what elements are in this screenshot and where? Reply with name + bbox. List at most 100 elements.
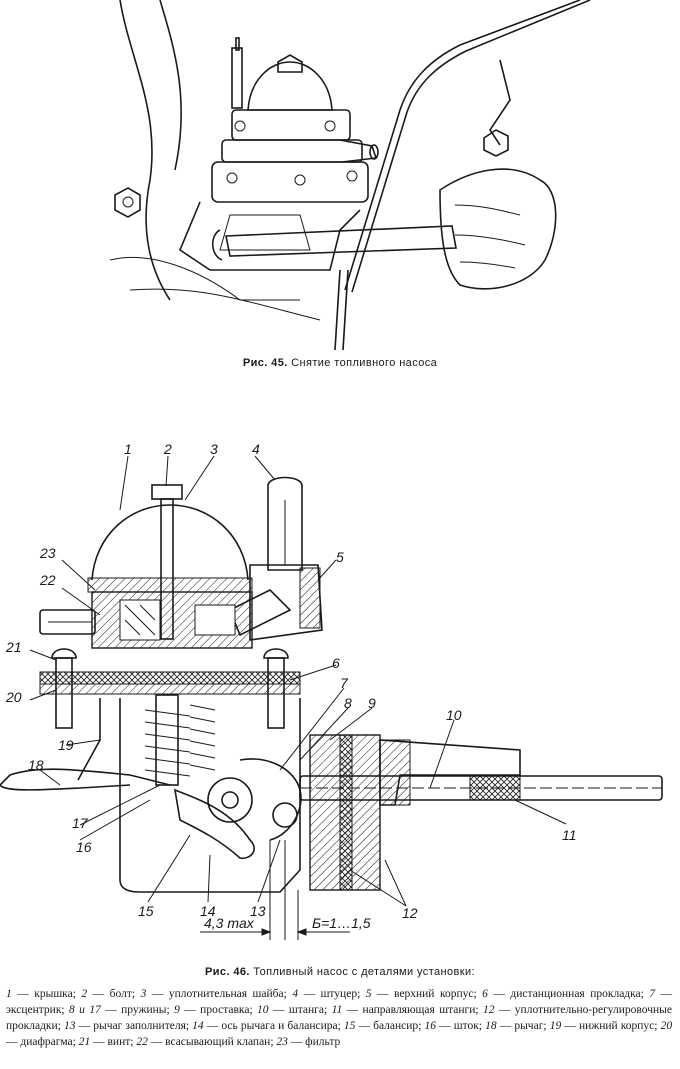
legend-item-text: штуцер [320,988,358,1000]
legend-item-number: 13 [64,1020,76,1032]
callout-9: 9 [368,695,376,711]
callout-6: 6 [332,655,340,671]
callout-13: 13 [250,903,266,919]
legend-item-number: 4 [292,988,299,1000]
legend-item-number: 7 [649,988,656,1000]
legend-item: 2 — болт; [81,988,141,1000]
callout-22: 22 [39,572,56,588]
callout-20: 20 [5,689,22,705]
fuel-pump-removal-drawing [109,0,591,350]
figure-46-cross-section: 1 2 3 4 5 6 7 8 9 10 11 12 13 14 15 16 1… [0,440,680,960]
legend-item: 23 — фильтр [276,1036,341,1048]
legend-item-number: 18 [485,1020,497,1032]
legend-item-text: крышка [34,988,73,1000]
legend-item-number: 3 [140,988,147,1000]
callout-10: 10 [446,707,462,723]
callout-23: 23 [39,545,56,561]
figure-45-title: Снятие топливного насоса [291,357,438,369]
fuel-pump-section-drawing: 1 2 3 4 5 6 7 8 9 10 11 12 13 14 15 16 1… [0,441,663,940]
legend-item-number: 5 [365,988,372,1000]
figure-46-number: Рис. 46. [205,966,250,978]
legend-item-text: уплотнительная шайба [168,988,284,1000]
callout-14: 14 [200,903,216,919]
legend-item: 19 — нижний корпус; [549,1020,661,1032]
legend-item-number: 6 [482,988,488,1000]
legend-item-number: 10 [257,1004,269,1016]
legend-item: 6 — дистанционная прокладка; [482,988,650,1000]
legend-item-text: ось рычага и балансира [221,1020,338,1032]
callout-7: 7 [340,675,349,691]
legend-item-number: 23 [276,1036,288,1048]
legend-item-number: 14 [192,1020,204,1032]
legend-item-text: шток [453,1020,479,1032]
legend-item: 20 — диафрагма; [6,1020,673,1048]
legend-item: 18 — рычаг; [485,1020,550,1032]
legend-item-text: уплотнительно-регулировочные прокладки [6,1004,673,1032]
callout-17: 17 [72,815,89,831]
callout-2: 2 [163,441,172,457]
callout-5: 5 [336,549,344,565]
figure-45-caption: Рис. 45. Снятие топливного насоса [0,357,680,369]
legend-item-text: рычаг заполнителя [93,1020,186,1032]
legend-item: 9 — проставка; [174,1004,258,1016]
legend-item-text: болт [109,988,132,1000]
legend-item: 5 — верхний корпус; [365,988,483,1000]
legend-item-number: 9 [174,1004,180,1016]
callout-4: 4 [252,441,260,457]
figure-45-number: Рис. 45. [242,357,288,369]
legend-item-number: 12 [482,1004,495,1016]
legend-item-text: винт [107,1036,131,1048]
legend-item-number: 22 [136,1036,148,1048]
dimension-right-label: Б=1…1,5 [312,915,371,931]
legend-item-number: 2 [81,988,88,1000]
dimension-left-label: 4,3 max [204,915,255,931]
legend-item: 7 — эксцентрик; [6,988,673,1016]
legend-item: 22 — всасывающий клапан; [136,1036,277,1048]
legend-item: 15 — балансир; [343,1020,425,1032]
legend-item-number: 8 и 17 [69,1004,101,1016]
legend-item-number: 1 [6,988,12,1000]
callout-1: 1 [124,441,132,457]
legend-item: 12 — уплотнительно-регулировочные прокла… [6,1004,673,1032]
callout-16: 16 [76,839,92,855]
callout-11: 11 [562,827,577,843]
callout-3: 3 [210,441,218,457]
legend-item-number: 20 [660,1020,673,1032]
legend-item-text: проставка [200,1004,250,1016]
legend-item-text: штанга [288,1004,324,1016]
legend-item-text: эксцентрик [6,1004,62,1016]
callout-21: 21 [5,639,22,655]
legend-item-number: 16 [424,1020,437,1032]
legend-item-text: рычаг [514,1020,544,1032]
legend-item: 11 — направляющая штанги; [331,1004,483,1016]
callout-18: 18 [28,757,44,773]
legend-item-number: 11 [331,1004,343,1016]
legend-item: 1 — крышка; [6,988,82,1000]
legend-item-text: фильтр [305,1036,341,1048]
legend-item: 4 — штуцер; [292,988,366,1000]
legend-item: 14 — ось рычага и балансира; [192,1020,344,1032]
legend-item-text: нижний корпус [578,1020,655,1032]
legend-item: 16 — шток; [424,1020,486,1032]
figure-46-title: Топливный насос с деталями установки: [253,966,475,978]
legend-item-text: диафрагма [20,1036,73,1048]
legend-item-number: 19 [549,1020,562,1032]
legend-item: 13 — рычаг заполнителя; [64,1020,193,1032]
callout-15: 15 [138,903,154,919]
legend-item-text: балансир [373,1020,419,1032]
legend-item: 3 — уплотнительная шайба; [140,988,293,1000]
legend-item: 21 — винт; [78,1036,137,1048]
legend-item-text: пружины [121,1004,167,1016]
legend-item: 10 — штанга; [257,1004,332,1016]
callout-19: 19 [58,737,74,753]
figure-46-legend: 1 — крышка; 2 — болт; 3 — уплотнительная… [6,986,672,1050]
legend-item-number: 15 [343,1020,356,1032]
callout-12: 12 [402,905,418,921]
figure-46-caption: Рис. 46. Топливный насос с деталями уста… [0,966,680,978]
figure-45-illustration [0,0,680,350]
legend-item-text: верхний корпус [394,988,474,1000]
callout-8: 8 [344,695,352,711]
legend-item: 8 и 17 — пружины; [69,1004,175,1016]
legend-item-number: 21 [78,1036,91,1048]
legend-item-text: направляющая штанги [362,1004,476,1016]
